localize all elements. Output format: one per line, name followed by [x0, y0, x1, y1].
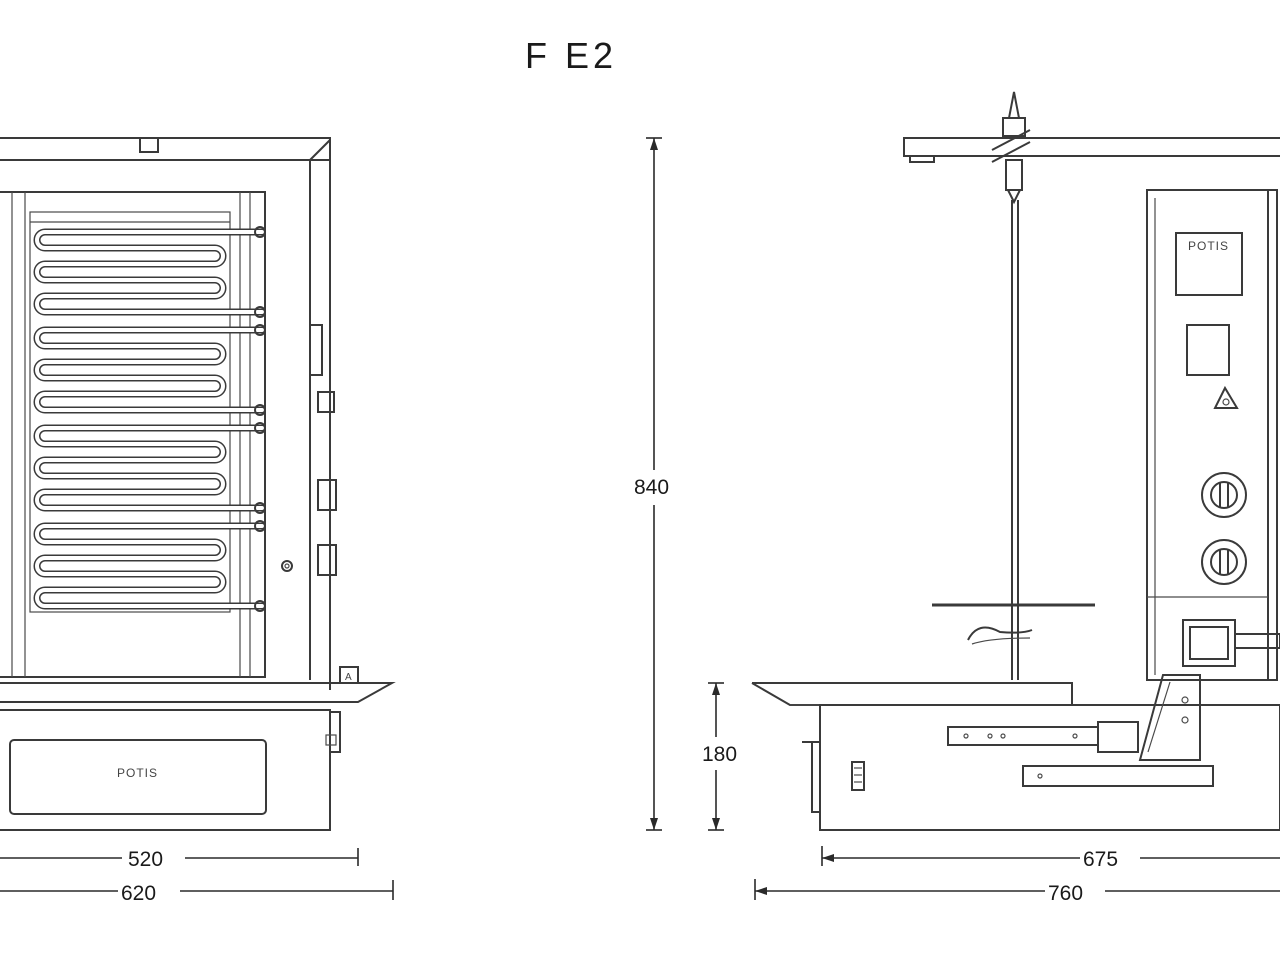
front-side-controls — [281, 324, 337, 576]
heating-coil-1 — [33, 228, 266, 316]
side-control-knob-2 — [1201, 539, 1247, 585]
heating-coils — [33, 226, 266, 612]
side-slide-rails — [947, 674, 1214, 787]
side-control-knob-1 — [1201, 472, 1247, 518]
dim-height: 840 — [634, 476, 669, 499]
dim-overall-depth: 760 — [1048, 882, 1083, 905]
svg-text:A: A — [345, 672, 352, 683]
front-drip-tray: A — [0, 666, 396, 703]
heating-coil-inner-2 — [35, 328, 264, 412]
coil-terminal — [254, 422, 266, 434]
heating-coil-inner-1 — [35, 230, 264, 314]
coil-terminal — [254, 306, 266, 318]
dim-base-height: 180 — [702, 743, 737, 766]
dim-depth: 675 — [1083, 848, 1118, 871]
side-spit — [932, 200, 1095, 680]
coil-terminal — [254, 520, 266, 532]
drawing-title: F E2 — [525, 35, 617, 76]
front-base-cabinet: POTIS — [0, 709, 341, 831]
side-brand-label: POTIS — [1188, 239, 1229, 253]
side-view: POTIS — [751, 91, 1280, 905]
side-top-arm — [903, 91, 1280, 205]
front-brand-label: POTIS — [117, 766, 158, 780]
heating-coil-inner-4 — [35, 524, 264, 608]
heating-coil-inner-3 — [35, 426, 264, 510]
front-view: A POTIS 520 620 — [0, 137, 396, 905]
coil-terminal — [254, 226, 266, 238]
heating-coil-2 — [33, 326, 266, 414]
coil-terminal — [254, 502, 266, 514]
coil-terminal — [254, 404, 266, 416]
side-control-housing: POTIS — [1146, 189, 1278, 681]
heating-coil-3 — [33, 424, 266, 512]
side-gas-connector — [1182, 619, 1280, 667]
side-base-cabinet — [802, 704, 1280, 831]
front-dimensions: 520 620 — [0, 848, 394, 905]
dim-outer-width: 620 — [121, 882, 156, 905]
side-drip-tray — [751, 682, 1073, 706]
front-top-frame — [0, 137, 331, 690]
coil-terminal — [254, 324, 266, 336]
coil-terminal — [254, 600, 266, 612]
height-dimensions: 840 180 — [634, 137, 737, 831]
side-dimensions: 675 760 — [754, 846, 1280, 905]
dim-inner-width: 520 — [128, 848, 163, 871]
heating-coil-4 — [33, 522, 266, 610]
front-heating-chamber — [0, 191, 266, 678]
